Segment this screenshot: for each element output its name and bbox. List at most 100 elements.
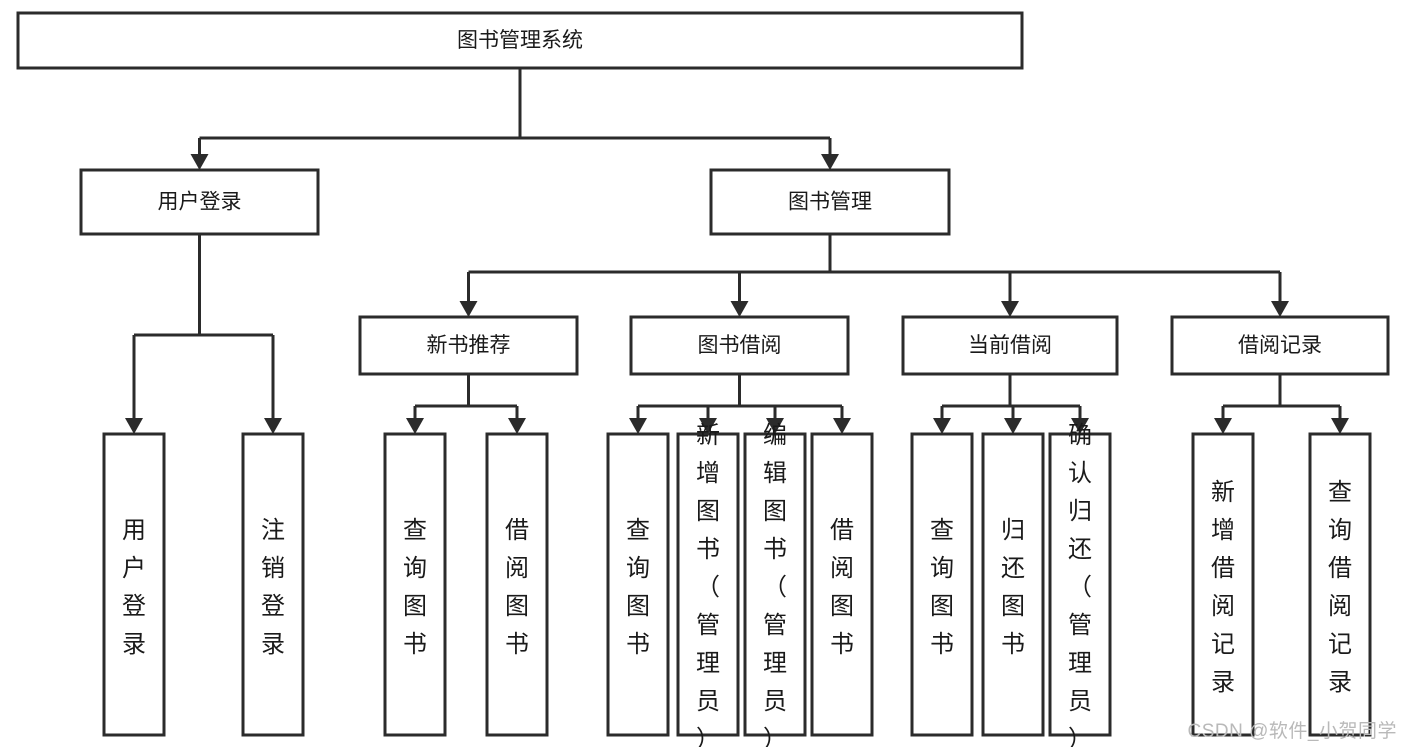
connector-lines bbox=[125, 68, 1349, 434]
node-leaf-2-box[interactable] bbox=[383, 432, 447, 737]
edge-l3-1-branch-1-arrowhead bbox=[699, 418, 717, 434]
node-level3-0-label: 新书推荐 bbox=[427, 334, 511, 357]
node-leaf-3-label-char: 阅 bbox=[505, 555, 529, 582]
edge-l3-3-branch-1-arrowhead bbox=[1331, 418, 1349, 434]
node-leaf-11-label-char: 新 bbox=[1211, 479, 1235, 506]
edge-l3-1-branch-2-arrowhead bbox=[766, 418, 784, 434]
node-leaf-7-label-char: 图 bbox=[830, 593, 854, 620]
node-leaf-5-box[interactable] bbox=[676, 432, 740, 737]
node-level3-3[interactable]: 借阅记录 bbox=[1170, 315, 1390, 376]
node-leaf-10-label-char: ） bbox=[1068, 726, 1092, 747]
node-level2-1-box[interactable] bbox=[709, 168, 951, 236]
node-leaf-2-label-char: 书 bbox=[403, 631, 427, 658]
node-level3-1-box[interactable] bbox=[629, 315, 850, 376]
node-level2-1-label: 图书管理 bbox=[788, 191, 872, 214]
edge-l3-1-branch-0-arrowhead bbox=[629, 418, 647, 434]
node-leaf-9-box[interactable] bbox=[981, 432, 1045, 737]
node-level3-0[interactable]: 新书推荐 bbox=[358, 315, 579, 376]
node-leaf-4-box[interactable] bbox=[606, 432, 670, 737]
node-leaf-6-label-char: ） bbox=[763, 726, 787, 747]
csdn-watermark: CSDN @软件_小贺同学 bbox=[1187, 721, 1397, 742]
node-leaf-2-label-char: 询 bbox=[403, 555, 427, 582]
node-leaf-6-box[interactable] bbox=[743, 432, 807, 737]
edge-l3-3-branch-0-arrowhead bbox=[1214, 418, 1232, 434]
node-leaf-8-label-char: 图 bbox=[930, 593, 954, 620]
node-leaf-10-label-char: 认 bbox=[1068, 460, 1092, 487]
node-leaf-11-label-char: 借 bbox=[1211, 555, 1235, 582]
edge-l3-1-branch-3-arrowhead bbox=[833, 418, 851, 434]
node-leaf-5-label-char: 新 bbox=[696, 422, 720, 449]
node-leaf-4-label-char: 图 bbox=[626, 593, 650, 620]
node-level3-0-box[interactable] bbox=[358, 315, 579, 376]
node-leaf-0-label-char: 用 bbox=[122, 517, 146, 544]
node-leaf-10-label-char: 管 bbox=[1068, 612, 1092, 639]
node-level2-0-box[interactable] bbox=[79, 168, 320, 236]
node-leaf-2-label-char: 查 bbox=[403, 517, 427, 544]
node-leaf-1-label-char: 注 bbox=[261, 517, 285, 544]
node-leaf-6-label-char: 辑 bbox=[763, 460, 787, 487]
node-leaf-11-box[interactable] bbox=[1191, 432, 1255, 737]
node-level3-3-box[interactable] bbox=[1170, 315, 1390, 376]
node-leaf-10-label-char: （ bbox=[1068, 574, 1092, 601]
node-leaf-0-label-char: 户 bbox=[122, 555, 146, 582]
node-leaf-6-label-char: 管 bbox=[763, 612, 787, 639]
node-leaf-5-label-char: 理 bbox=[696, 650, 720, 677]
node-leaf-9-label-char: 书 bbox=[1001, 631, 1025, 658]
node-leaf-4-label-char: 询 bbox=[626, 555, 650, 582]
node-leaf-0-label-char: 录 bbox=[122, 631, 146, 658]
node-leaf-6-label-char: 图 bbox=[763, 498, 787, 525]
node-leaf-9-label-char: 归 bbox=[1001, 517, 1025, 544]
node-leaf-3-box[interactable] bbox=[485, 432, 549, 737]
edge-login-branch-1-arrowhead bbox=[264, 418, 282, 434]
node-leaf-9-label-char: 还 bbox=[1001, 555, 1025, 582]
node-level3-3-label: 借阅记录 bbox=[1238, 334, 1322, 357]
edge-login-branch-0-arrowhead bbox=[125, 418, 143, 434]
edge-l3-2-branch-0-arrowhead bbox=[933, 418, 951, 434]
edge-root-branch-0-arrowhead bbox=[190, 154, 209, 170]
node-leaf-12-box[interactable] bbox=[1308, 432, 1372, 737]
node-leaf-1-box[interactable] bbox=[241, 432, 305, 737]
edge-l3-2-branch-2-arrowhead bbox=[1071, 418, 1089, 434]
node-leaf-8-label-char: 查 bbox=[930, 517, 954, 544]
node-leaf-10-label-char: 归 bbox=[1068, 498, 1092, 525]
node-leaf-11-label-char: 记 bbox=[1211, 631, 1235, 658]
node-leaf-10-label-char: 员 bbox=[1068, 688, 1092, 715]
node-level3-1[interactable]: 图书借阅 bbox=[629, 315, 850, 376]
node-leaf-8-box[interactable] bbox=[910, 432, 974, 737]
node-leaf-5-label-char: 书 bbox=[696, 536, 720, 563]
node-root[interactable]: 图书管理系统 bbox=[16, 11, 1024, 70]
edge-l3-2-branch-1-arrowhead bbox=[1004, 418, 1022, 434]
node-level3-2-box[interactable] bbox=[901, 315, 1119, 376]
node-leaf-5-label-char: 增 bbox=[696, 460, 720, 487]
node-leaf-7-box[interactable] bbox=[810, 432, 874, 737]
node-leaf-0[interactable]: 用户登录 bbox=[102, 432, 166, 737]
node-level2-1[interactable]: 图书管理 bbox=[709, 168, 951, 236]
node-level3-2[interactable]: 当前借阅 bbox=[901, 315, 1119, 376]
node-leaf-11-label-char: 录 bbox=[1211, 669, 1235, 696]
node-leaf-3-label-char: 借 bbox=[505, 517, 529, 544]
node-level2-0-label: 用户登录 bbox=[158, 191, 242, 214]
node-leaf-10-label-char: 理 bbox=[1068, 650, 1092, 677]
edge-books-branch-2-arrowhead bbox=[1001, 301, 1019, 317]
node-leaf-4-label-char: 查 bbox=[626, 517, 650, 544]
node-root-box[interactable] bbox=[16, 11, 1024, 70]
node-leaf-5-label-char: ） bbox=[696, 726, 720, 747]
node-leaf-2-label-char: 图 bbox=[403, 593, 427, 620]
node-level2-0[interactable]: 用户登录 bbox=[79, 168, 320, 236]
node-leaf-7-label-char: 书 bbox=[830, 631, 854, 658]
node-leaf-5-label-char: 员 bbox=[696, 688, 720, 715]
node-leaf-10-box[interactable] bbox=[1048, 432, 1112, 737]
node-leaf-0-box[interactable] bbox=[102, 432, 166, 737]
